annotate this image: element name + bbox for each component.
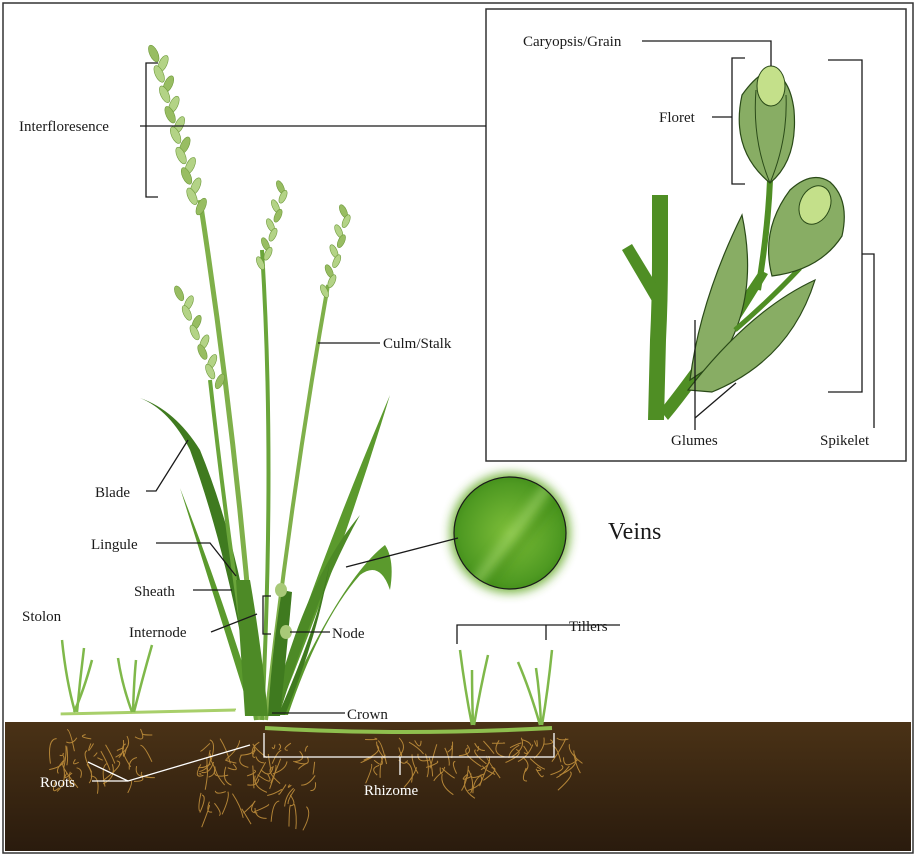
label-floret: Floret <box>659 110 696 126</box>
label-caryopsis: Caryopsis/Grain <box>523 34 622 50</box>
label-veins: Veins <box>608 519 661 545</box>
label-sheath: Sheath <box>134 584 175 600</box>
label-rhizome: Rhizome <box>364 783 418 799</box>
label-blade: Blade <box>95 485 130 501</box>
label-spikelet: Spikelet <box>820 433 870 449</box>
label-tillers: Tillers <box>569 619 608 635</box>
label-culm: Culm/Stalk <box>383 336 452 352</box>
label-crown: Crown <box>347 707 388 723</box>
label-glumes: Glumes <box>671 433 718 449</box>
label-internode: Internode <box>129 625 187 641</box>
soil <box>5 722 911 851</box>
label-stolon: Stolon <box>22 609 62 625</box>
label-roots: Roots <box>40 775 75 791</box>
node-upper <box>275 583 287 597</box>
label-lingule: Lingule <box>91 537 138 553</box>
root-strand <box>199 773 201 774</box>
caryopsis-grain <box>757 66 785 106</box>
label-interfloresence: Interfloresence <box>19 119 109 135</box>
spikelet-inset <box>486 9 906 461</box>
label-node: Node <box>332 626 365 642</box>
